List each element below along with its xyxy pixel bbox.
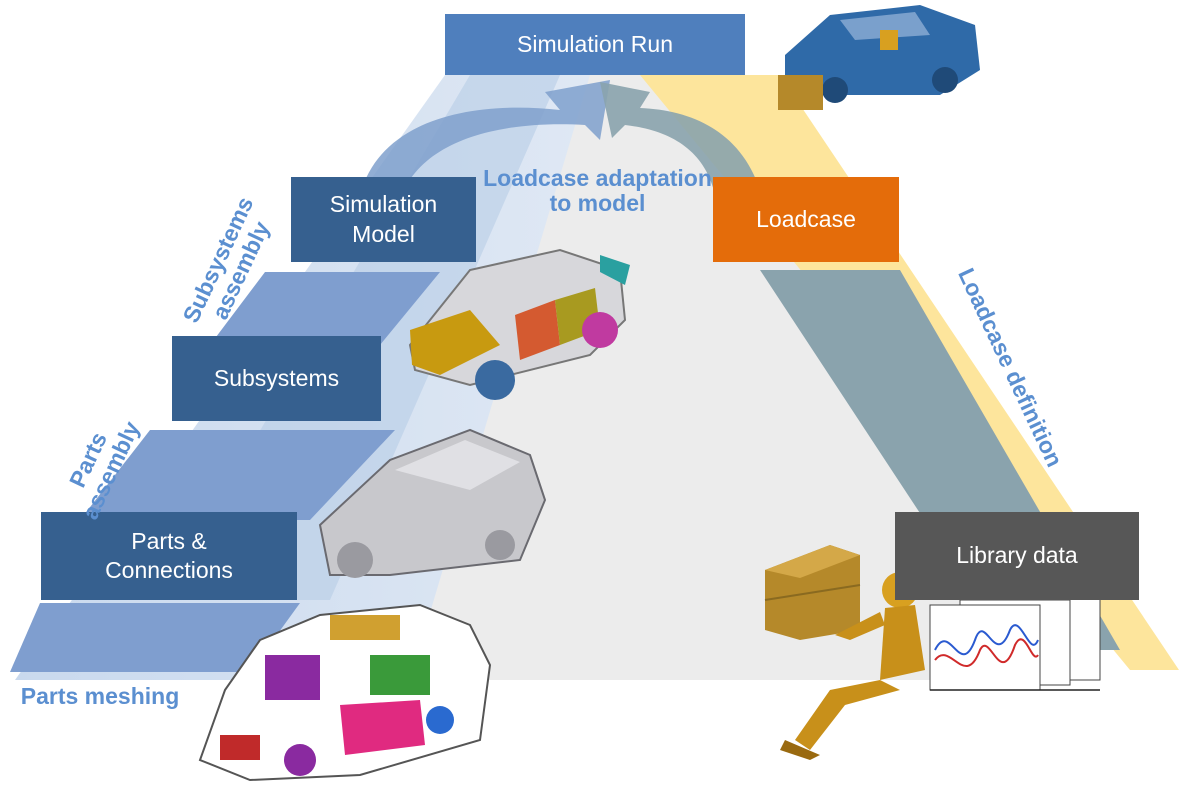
library-data-box: Library data bbox=[895, 512, 1139, 600]
loadcase-adaptation-label: Loadcase adaptation to model bbox=[483, 165, 712, 217]
subsystems-box: Subsystems bbox=[172, 336, 381, 421]
parts-meshing-label: Parts meshing bbox=[20, 683, 180, 709]
signal-plots-icon bbox=[929, 594, 1101, 691]
step-band-meshing bbox=[10, 603, 300, 672]
arrow-right-to-run bbox=[600, 82, 760, 195]
barrier-block-icon bbox=[764, 545, 861, 640]
car-sim-model-icon bbox=[778, 5, 980, 110]
step-band-parts bbox=[80, 430, 395, 520]
car-mesh-icon bbox=[198, 603, 492, 782]
parts-connections-box: Parts & Connections bbox=[41, 512, 297, 600]
step-band-subsystems bbox=[210, 272, 440, 345]
simulation-run-box: Simulation Run bbox=[445, 14, 745, 75]
car-body-in-white-icon bbox=[318, 428, 547, 578]
loadcase-box: Loadcase bbox=[713, 177, 899, 262]
simulation-model-box: Simulation Model bbox=[291, 177, 476, 262]
car-subsystems-icon bbox=[408, 248, 630, 400]
arrow-left-to-run bbox=[360, 80, 610, 200]
